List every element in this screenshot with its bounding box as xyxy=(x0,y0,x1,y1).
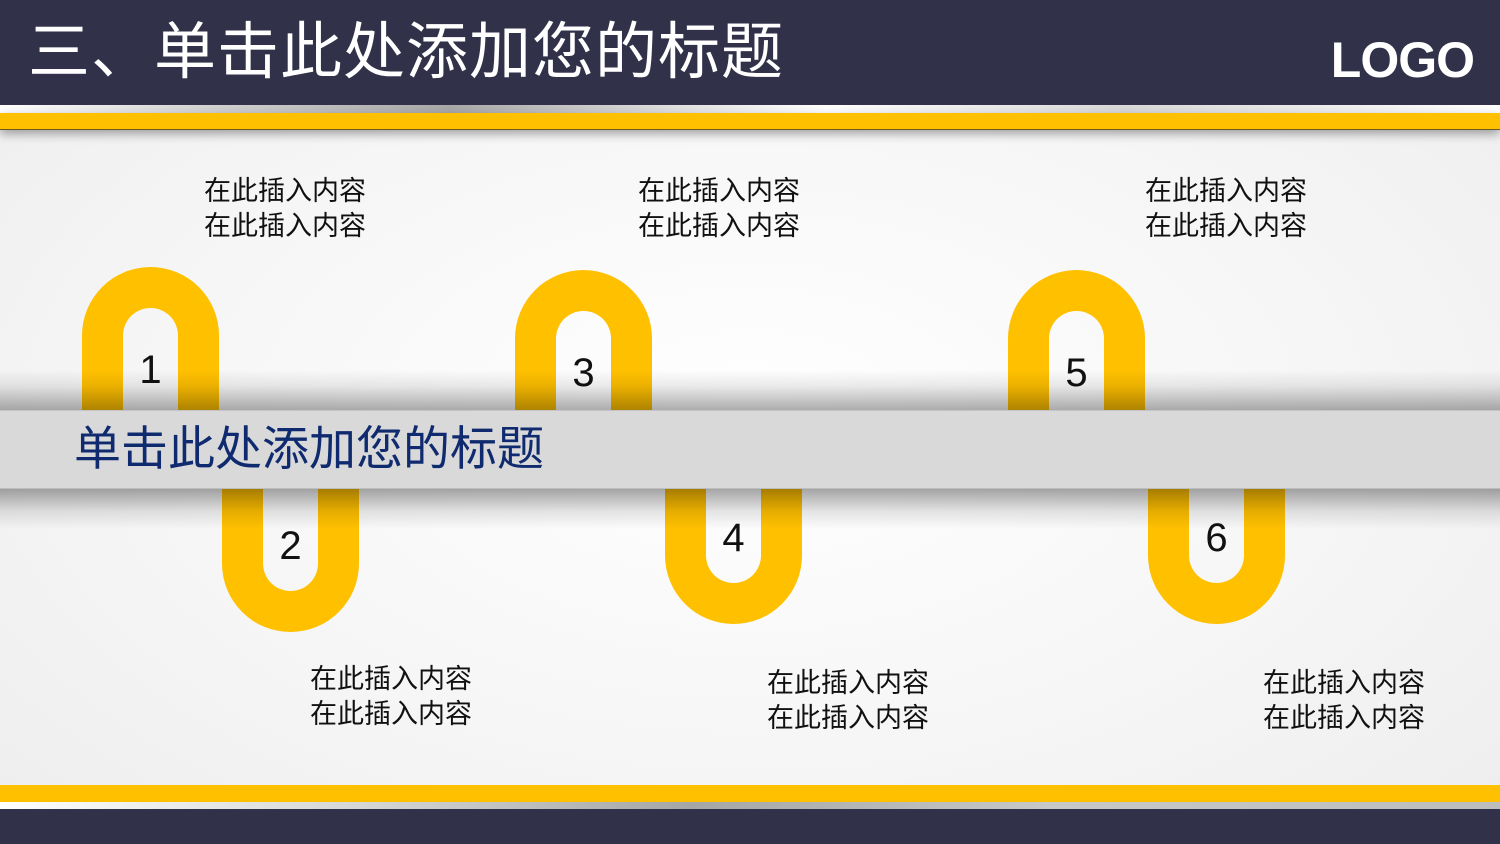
step-number: 4 xyxy=(722,516,745,560)
caption-line: 在此插入内容 xyxy=(204,211,366,242)
band-title[interactable]: 单击此处添加您的标题 xyxy=(74,422,544,477)
caption-line: 在此插入内容 xyxy=(310,664,472,695)
step-number: 6 xyxy=(1205,516,1228,560)
step-1-caption[interactable]: 在此插入内容 在此插入内容 xyxy=(204,174,366,244)
caption-line: 在此插入内容 xyxy=(767,668,929,699)
caption-line: 在此插入内容 xyxy=(204,176,366,207)
yellow-stripe-top xyxy=(0,113,1500,130)
page-title[interactable]: 三、单击此处添加您的标题 xyxy=(28,15,785,88)
caption-line: 在此插入内容 xyxy=(638,176,800,207)
logo: LOGO xyxy=(1330,32,1475,88)
silver-divider-bottom xyxy=(0,802,1500,809)
step-number: 1 xyxy=(139,348,162,392)
step-4-caption[interactable]: 在此插入内容 在此插入内容 xyxy=(767,666,929,736)
yellow-stripe-bottom xyxy=(0,785,1500,802)
band-shadow-top xyxy=(0,370,1500,410)
step-3-loop: 3 xyxy=(515,270,652,420)
step-5-caption[interactable]: 在此插入内容 在此插入内容 xyxy=(1145,174,1307,244)
caption-line: 在此插入内容 xyxy=(1145,211,1307,242)
caption-line: 在此插入内容 xyxy=(1263,668,1425,699)
title-band: 单击此处添加您的标题 xyxy=(0,410,1500,489)
step-number: 3 xyxy=(572,351,595,395)
step-3-caption[interactable]: 在此插入内容 在此插入内容 xyxy=(638,174,800,244)
step-4-loop: 4 xyxy=(665,474,802,624)
step-2-caption[interactable]: 在此插入内容 在此插入内容 xyxy=(310,662,472,732)
header-bar: 三、单击此处添加您的标题 LOGO xyxy=(0,0,1500,105)
step-1-loop: 1 xyxy=(82,267,219,417)
caption-line: 在此插入内容 xyxy=(310,699,472,730)
step-2-loop: 2 xyxy=(222,482,359,632)
caption-line: 在此插入内容 xyxy=(767,703,929,734)
footer-bar xyxy=(0,809,1500,844)
caption-line: 在此插入内容 xyxy=(1145,176,1307,207)
step-6-caption[interactable]: 在此插入内容 在此插入内容 xyxy=(1263,666,1425,736)
step-number: 5 xyxy=(1065,351,1088,395)
caption-line: 在此插入内容 xyxy=(1263,703,1425,734)
step-5-loop: 5 xyxy=(1008,270,1145,420)
step-number: 2 xyxy=(279,524,302,568)
silver-divider-top xyxy=(0,105,1500,113)
step-6-loop: 6 xyxy=(1148,474,1285,624)
caption-line: 在此插入内容 xyxy=(638,211,800,242)
